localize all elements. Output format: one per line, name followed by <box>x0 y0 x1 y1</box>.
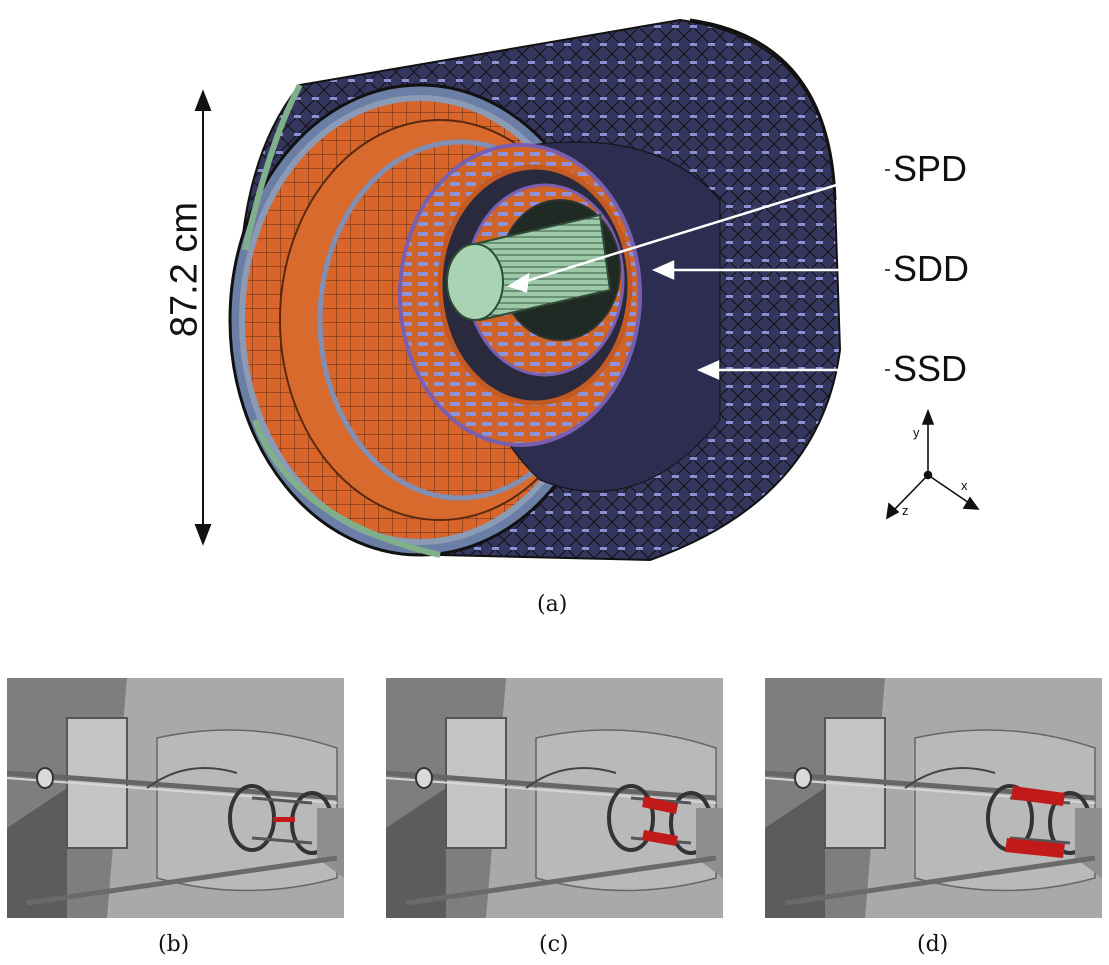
render-panel-d <box>765 678 1102 918</box>
caption-d: (d) <box>917 932 949 957</box>
dimension-arrow <box>194 89 212 546</box>
spd-label: SPD <box>893 148 968 189</box>
axes-triad <box>885 408 980 520</box>
caption-c: (c) <box>539 932 569 957</box>
axis-label-x: x <box>961 478 968 493</box>
render-panel-c <box>386 678 723 918</box>
its-detector-illustration <box>194 18 980 562</box>
highlight-spd <box>273 817 295 822</box>
highlight-sdd-bottom <box>642 830 678 846</box>
highlight-ssd-top <box>1011 786 1065 806</box>
ssd-label: SSD <box>893 348 968 389</box>
render-panel-b <box>7 678 344 918</box>
axis-label-y: y <box>913 425 920 440</box>
sdd-label: SDD <box>893 248 970 289</box>
caption-a: (a) <box>537 592 568 617</box>
highlight-sdd-top <box>642 796 678 814</box>
dimension-label: 87.2 cm <box>163 201 206 338</box>
caption-b: (b) <box>158 932 190 957</box>
leader-lines <box>506 168 886 380</box>
axis-label-z: z <box>902 503 909 518</box>
highlight-ssd-bottom <box>1005 838 1065 858</box>
